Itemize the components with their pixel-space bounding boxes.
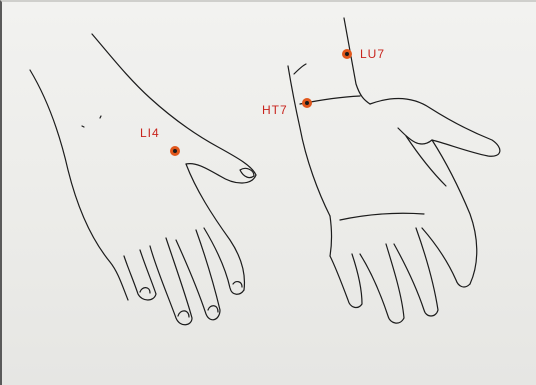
point-ht7-label: HT7	[262, 103, 288, 117]
left-wrist-mark-2	[100, 116, 101, 118]
point-ht7-center	[305, 101, 309, 105]
right-wrist-crease-2	[294, 64, 306, 74]
right-middle-finger	[394, 228, 438, 316]
right-thenar-line	[398, 128, 432, 144]
left-ring-nail	[178, 311, 189, 317]
right-palm-edge	[432, 140, 477, 284]
left-wrist-mark	[82, 126, 84, 127]
right-thumb	[370, 98, 500, 156]
right-ring-finger	[360, 244, 404, 323]
left-little-nail	[140, 288, 150, 293]
point-lu7-center	[345, 52, 349, 56]
left-ring-finger	[150, 238, 192, 325]
point-li4-center	[173, 149, 177, 153]
right-forearm-left-edge	[288, 66, 330, 216]
right-palm-line-2	[340, 213, 424, 220]
right-forearm-right-edge	[344, 18, 370, 104]
right-palm-ulnar-edge	[330, 216, 332, 256]
right-hand-drawing	[288, 18, 500, 323]
point-lu7: LU7	[342, 47, 385, 61]
left-middle-finger	[176, 230, 220, 320]
right-little-finger	[330, 254, 362, 307]
point-li4-label: LI4	[140, 126, 160, 140]
left-index-nail	[233, 282, 242, 287]
point-lu7-label: LU7	[360, 47, 385, 61]
left-forearm-outer-edge	[30, 70, 128, 300]
left-thumb	[186, 164, 256, 183]
point-li4: LI4	[140, 126, 180, 156]
left-middle-nail	[208, 306, 218, 312]
point-ht7: HT7	[262, 98, 312, 117]
right-index-finger	[422, 228, 470, 287]
left-hand-drawing	[30, 34, 256, 325]
left-index-finger	[204, 228, 244, 294]
